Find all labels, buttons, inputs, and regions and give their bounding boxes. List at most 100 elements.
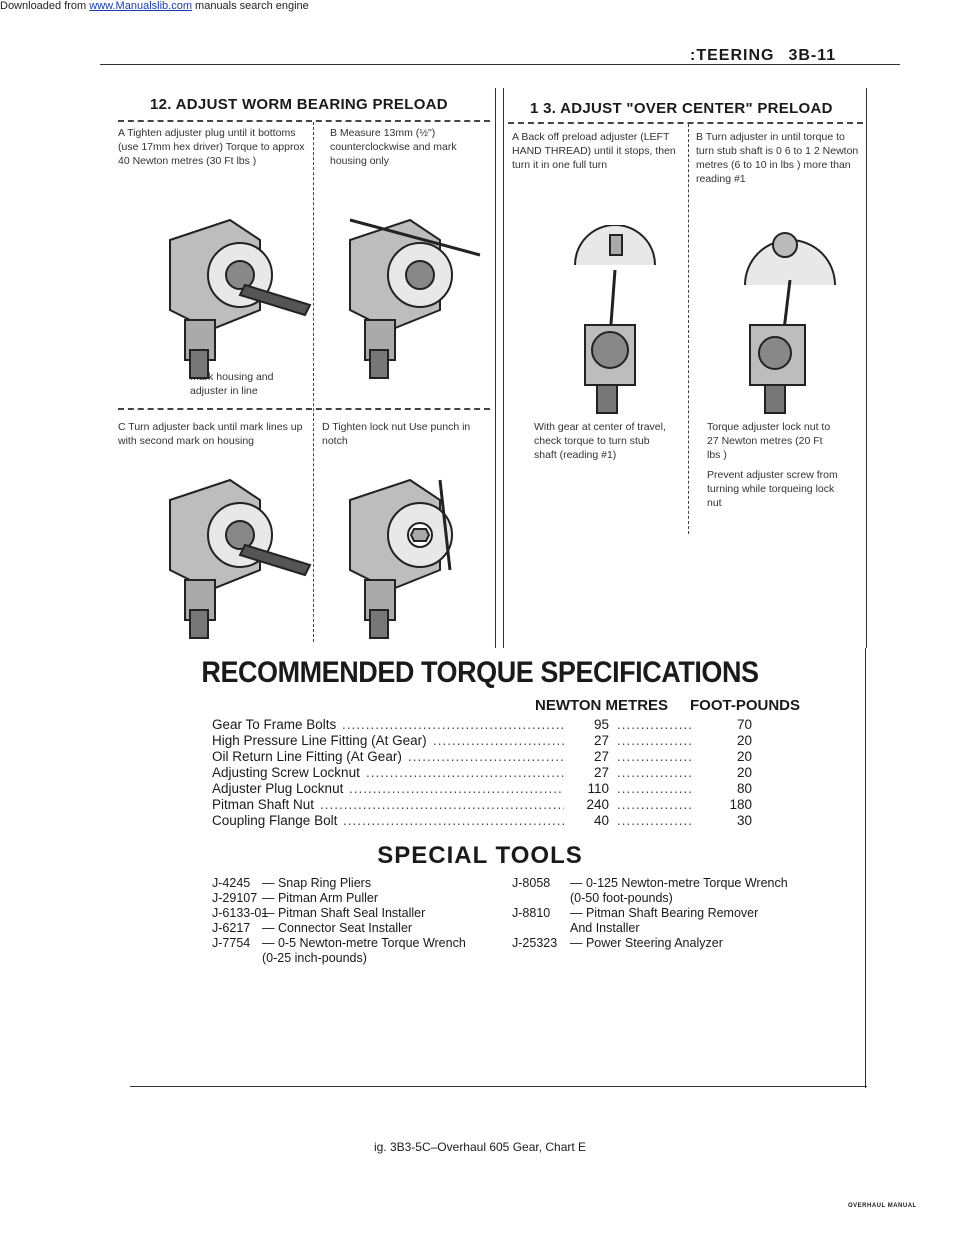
torque-foot-pounds: 80 xyxy=(736,781,752,796)
footer-mark: OVERHAUL MANUAL xyxy=(848,1203,917,1209)
tool-description: — Power Steering Analyzer xyxy=(570,936,723,950)
tool-number: J-8810 xyxy=(512,906,551,920)
torque-newton-metres: 40 xyxy=(593,813,609,828)
torque-newton-metres: 110 xyxy=(587,781,609,796)
torque-item-name: Coupling Flange Bolt xyxy=(212,813,338,828)
section-13-note-b: Torque adjuster lock nut to 27 Newton me… xyxy=(707,421,831,461)
torque-foot-pounds: 20 xyxy=(736,749,752,764)
torque-item-name: Pitman Shaft Nut xyxy=(212,797,315,812)
leader-dots: ........................................… xyxy=(433,733,564,748)
torque-wrench-illustration xyxy=(744,232,836,414)
leader-dots: ........................................… xyxy=(408,749,564,764)
steering-gear-illustration xyxy=(169,478,312,639)
banner-suffix: manuals search engine xyxy=(191,0,309,12)
leader-dots: ................ xyxy=(617,717,694,732)
torque-newton-metres: 27 xyxy=(593,749,609,764)
torque-item-name: Oil Return Line Fitting (At Gear) xyxy=(212,749,402,764)
section-12-step-d: D Tighten lock nut Use punch in notch xyxy=(322,421,471,447)
torque-item-name: Adjuster Plug Locknut xyxy=(212,781,344,796)
banner-link[interactable]: www.Manualslib.com xyxy=(89,0,192,12)
tool-item: (0-50 foot-pounds) xyxy=(512,891,673,906)
tool-number: J-6133-01 xyxy=(212,906,269,920)
tool-description: — Pitman Shaft Seal Installer xyxy=(262,906,426,920)
torque-row: Gear To Frame Bolts.....................… xyxy=(212,717,752,732)
leader-dots: ................ xyxy=(617,765,694,780)
section-12-frame xyxy=(110,88,496,648)
leader-dots: ........................................… xyxy=(349,781,564,796)
section-13-note-b2: Prevent adjuster screw from turning whil… xyxy=(707,469,838,509)
column-header-foot-pounds: FOOT-POUNDS xyxy=(690,697,801,714)
tool-description: — Pitman Arm Puller xyxy=(262,891,379,905)
banner-prefix: Downloaded from xyxy=(0,0,90,12)
tool-item: And Installer xyxy=(512,921,639,936)
tool-description: (0-25 inch-pounds) xyxy=(262,951,367,965)
torque-foot-pounds: 70 xyxy=(736,717,752,732)
section-12-vdivider xyxy=(313,122,314,642)
tool-description: — Connector Seat Installer xyxy=(262,921,413,935)
section-12-title: 12. ADJUST WORM BEARING PRELOAD xyxy=(150,96,448,113)
section-12-dash-top xyxy=(118,120,490,122)
leader-dots: ........................................… xyxy=(366,765,564,780)
section-12-step-b: B Measure 13mm (½") counterclockwise and… xyxy=(330,127,457,167)
tool-description: (0-50 foot-pounds) xyxy=(570,891,673,905)
tool-description: — Snap Ring Pliers xyxy=(262,876,372,890)
tool-number: J-25323 xyxy=(512,936,558,950)
leader-dots: ........................................… xyxy=(343,813,564,828)
tool-item: J-8058 — 0-125 Newton-metre Torque Wrench xyxy=(512,876,788,891)
leader-dots: ........................................… xyxy=(342,717,564,732)
page-number: 3B-11 xyxy=(788,47,837,64)
tool-number: J-8058 xyxy=(512,876,551,890)
torque-title: RECOMMENDED TORQUE SPECIFICATIONS xyxy=(201,656,759,689)
section-12-dash-mid xyxy=(118,408,490,410)
leader-dots: ................ xyxy=(617,733,694,748)
torque-row: Adjusting Screw Locknut.................… xyxy=(212,765,752,780)
figure-caption: ig. 3B3-5C–Overhaul 605 Gear, Chart E xyxy=(373,1140,587,1154)
section-13-frame xyxy=(503,88,867,648)
tool-item: J-7754 — 0-5 Newton-metre Torque Wrench xyxy=(212,936,466,951)
tool-number: J-7754 xyxy=(212,936,251,950)
torque-wrench-illustration xyxy=(574,225,656,414)
section-12-note-a: Mark housing and adjuster in line xyxy=(190,371,274,397)
tool-number: J-6217 xyxy=(212,921,251,935)
special-tools-title: SPECIAL TOOLS xyxy=(377,842,583,869)
leader-dots: ................ xyxy=(617,781,694,796)
section-13-step-b: B Turn adjuster in until torque to turn … xyxy=(696,131,859,185)
section-12-step-a: A Tighten adjuster plug until it bottoms… xyxy=(118,127,305,167)
column-header-newton-metres: NEWTON METRES xyxy=(535,697,669,714)
leader-dots: ........................................… xyxy=(320,797,564,812)
tool-item: (0-25 inch-pounds) xyxy=(212,951,367,966)
page-header-title: :TEERING xyxy=(690,47,775,64)
tool-description: — 0-125 Newton-metre Torque Wrench xyxy=(570,876,788,890)
tool-item: J-25323 — Power Steering Analyzer xyxy=(512,936,723,951)
torque-foot-pounds: 20 xyxy=(736,733,752,748)
steering-gear-illustration xyxy=(169,218,312,379)
section-13-title: 1 3. ADJUST "OVER CENTER" PRELOAD xyxy=(530,100,833,117)
steering-gear-illustration xyxy=(349,478,453,639)
leader-dots: ................ xyxy=(617,749,694,764)
section-13-note-a: With gear at center of travel, check tor… xyxy=(534,421,666,461)
section-12-step-c: C Turn adjuster back until mark lines up… xyxy=(118,421,303,447)
tool-item: J-6217 — Connector Seat Installer xyxy=(212,921,412,936)
section-13-step-a: A Back off preload adjuster (LEFT HAND T… xyxy=(512,131,676,171)
page-right-border xyxy=(865,648,866,1088)
steering-gear-illustration xyxy=(349,218,481,379)
torque-newton-metres: 27 xyxy=(593,765,609,780)
torque-row: High Pressure Line Fitting (At Gear)....… xyxy=(212,733,752,748)
section-13-vdivider xyxy=(688,124,689,534)
torque-row: Adjuster Plug Locknut...................… xyxy=(212,781,752,796)
torque-item-name: Gear To Frame Bolts xyxy=(212,717,337,732)
tool-number: J-29107 xyxy=(212,891,258,905)
tool-description: — 0-5 Newton-metre Torque Wrench xyxy=(262,936,466,950)
torque-foot-pounds: 30 xyxy=(736,813,752,828)
header-rule xyxy=(100,64,900,65)
tool-number: J-4245 xyxy=(212,876,251,890)
tool-description: And Installer xyxy=(570,921,640,935)
torque-foot-pounds: 20 xyxy=(736,765,752,780)
torque-item-name: High Pressure Line Fitting (At Gear) xyxy=(212,733,427,748)
leader-dots: ................ xyxy=(617,813,694,828)
page-bottom-rule xyxy=(130,1086,867,1087)
torque-newton-metres: 95 xyxy=(593,717,609,732)
tool-item: J-4245 — Snap Ring Pliers xyxy=(212,876,371,891)
torque-row: Pitman Shaft Nut........................… xyxy=(212,797,752,812)
torque-row: Coupling Flange Bolt....................… xyxy=(212,813,752,828)
